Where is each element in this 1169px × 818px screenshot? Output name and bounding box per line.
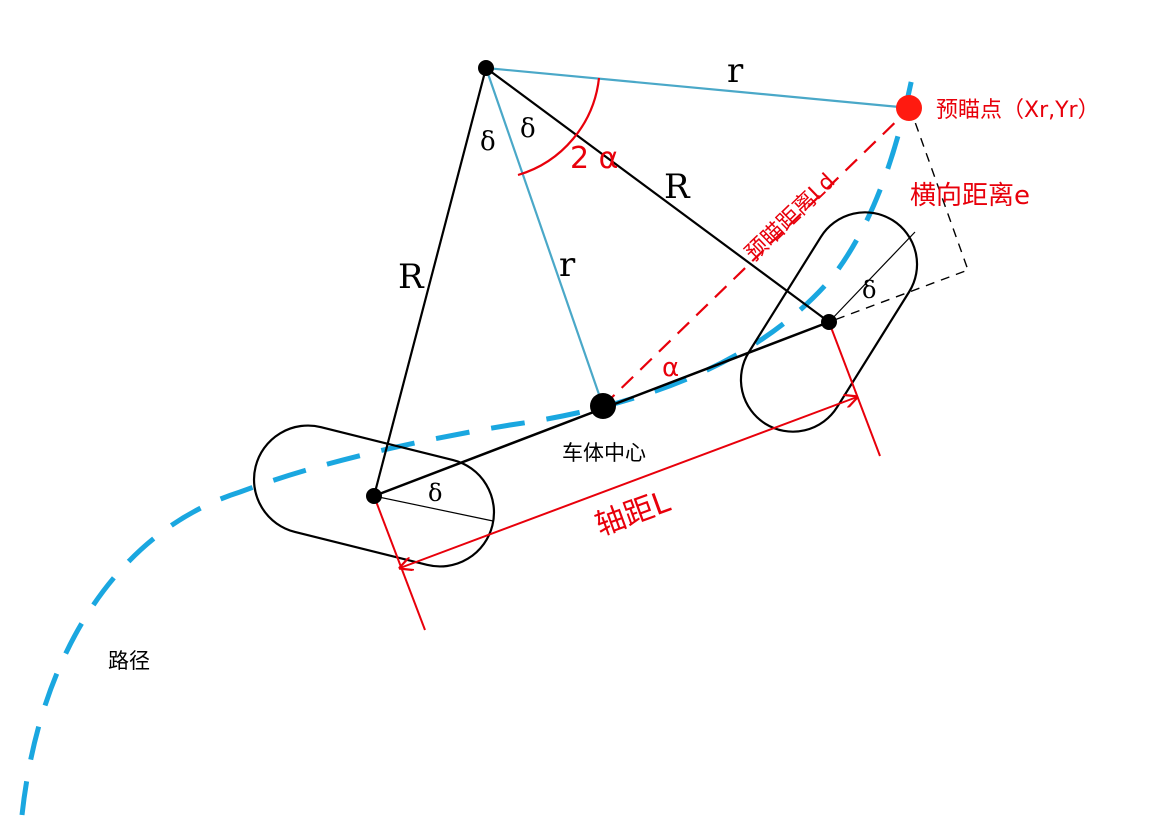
label-lookahead-distance: 预瞄距离Ld [741,169,841,266]
front-axle-point [821,314,837,330]
label-r-mid: r [559,245,576,285]
label-delta-front-wheel: δ [862,276,876,304]
lookahead-point-marker [896,95,922,121]
path-curve [19,77,915,816]
label-lateral-distance: 横向距离e [910,181,1030,211]
wheelbase-arrow [400,397,857,568]
rear-axle-point [366,488,382,504]
label-delta-apex-right: δ [520,114,536,144]
label-delta-rear-wheel: δ [428,479,442,507]
vehicle-center-point [590,393,616,419]
label-r-top: r [727,51,744,91]
lookahead-line [602,107,911,407]
label-path: 路径 [108,649,150,673]
label-R-right: R [664,167,691,207]
label-R-left: R [398,257,425,297]
label-vehicle-center: 车体中心 [562,441,646,465]
label-delta-apex-left: δ [480,127,496,157]
radius-r-to-lookahead [485,66,911,110]
label-two-alpha: 2 α [570,141,618,176]
two-alpha-arc [517,77,601,177]
wheelbase-ext-front [828,321,881,457]
radius-R-front [485,67,830,323]
radius-R-rear [372,67,488,497]
label-lookahead-point: 预瞄点（Xr,Yr） [936,98,1100,123]
label-alpha: α [662,353,679,383]
front-wheel-axis-line [828,231,916,323]
radius-r-to-center [484,67,605,407]
rotation-center-point [478,60,494,76]
label-wheelbase: 轴距L [591,484,675,543]
